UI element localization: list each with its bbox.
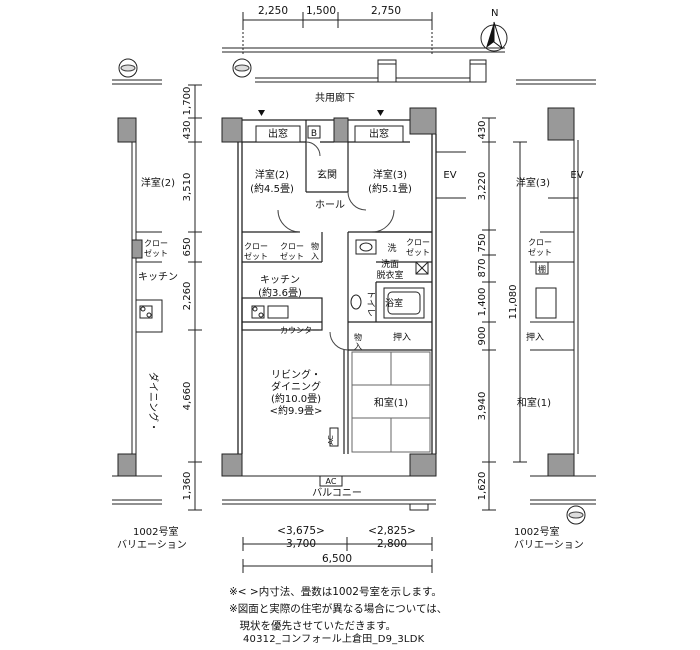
bottom-inner-dim-2: <2,825> — [368, 525, 416, 537]
top-dimension-line — [242, 12, 433, 55]
entry-arrow-icon — [258, 110, 265, 116]
top-dim-2: 1,500 — [306, 5, 336, 17]
variation-right-western3: 洋室(3) — [516, 176, 550, 189]
top-dim-1: 2,250 — [258, 5, 288, 17]
variation-left-caption-line2: バリエーション — [117, 539, 187, 551]
left-dim-6: 4,660 — [182, 382, 193, 411]
corridor-railing — [222, 47, 505, 83]
variation-left-closet-line2: ゼット — [144, 248, 168, 258]
closet-3-line2: ゼット — [406, 247, 430, 257]
ac-label-balcony: AC — [326, 477, 337, 486]
note-2: ※図面と実際の住宅が異なる場合については、 — [229, 603, 448, 615]
bottom-total-dim: 6,500 — [322, 553, 352, 565]
western3-label: 洋室(3) — [373, 168, 407, 181]
note-3: 現状を優先させていただきます。 — [229, 620, 396, 632]
right-dim-1: 430 — [477, 120, 488, 139]
bottom-outer-dim-2: 2,800 — [377, 538, 407, 550]
ac-label-living: AC — [327, 435, 335, 445]
ev-label: EV — [443, 170, 456, 181]
left-dim-7: 1,360 — [182, 472, 193, 501]
living-size: (約10.0畳) — [271, 392, 321, 405]
washroom-line1: 洗面 — [381, 258, 399, 270]
toilet-label: トイレ — [365, 290, 375, 317]
closet-3-line1: クロー — [406, 238, 430, 247]
counter-label: カウンター — [280, 326, 320, 335]
bottom-outer-dim-1: 3,700 — [286, 538, 316, 550]
right-dim-5: 1,400 — [477, 288, 488, 317]
corridor-label: 共用廊下 — [315, 91, 355, 104]
washroom-line2: 脱衣室 — [376, 269, 403, 281]
living-size-alt: <約9.9畳> — [270, 404, 323, 417]
left-dim-5: 2,260 — [182, 282, 193, 311]
bay-window-label-left: 出窓 — [268, 127, 288, 140]
western2-size: (約4.5畳) — [250, 182, 294, 195]
compass-n-label: N — [491, 8, 498, 19]
japanese-label: 和室(1) — [374, 396, 408, 409]
b-box-label: B — [311, 129, 317, 139]
variation-left-kitchen: キッチン — [138, 271, 178, 283]
storage-2-line1: 物 — [354, 332, 362, 342]
kitchen-label: キッチン — [260, 274, 300, 286]
left-dim-2: 430 — [182, 120, 193, 139]
entry-arrow-icon-2 — [377, 110, 384, 116]
right-dimension-line — [482, 117, 527, 511]
wash-label: 洗 — [387, 242, 396, 254]
living-line1: リビング・ — [271, 368, 321, 381]
top-dim-3: 2,750 — [371, 5, 401, 17]
corridor-fixture — [232, 58, 252, 78]
left-dim-1: 1,700 — [182, 87, 193, 116]
right-dim-3: 750 — [477, 233, 488, 252]
right-dim-4: 870 — [477, 258, 488, 277]
variation-right — [516, 79, 596, 525]
north-compass: N — [480, 8, 508, 52]
variation-right-storage: 棚 — [538, 264, 546, 274]
closet-2-line1: クロー — [280, 242, 304, 251]
entrance-label: 玄関 — [317, 168, 337, 181]
variation-right-caption-line1: 1002号室 — [514, 525, 559, 538]
variation-left-caption-line1: 1002号室 — [133, 525, 178, 538]
bath-label: 浴室 — [385, 297, 403, 309]
left-dimension-line — [188, 84, 202, 511]
variation-right-ev: EV — [570, 170, 583, 181]
main-unit — [221, 107, 466, 511]
right-dim-7: 3,940 — [477, 392, 488, 421]
western3-size: (約5.1畳) — [368, 182, 412, 195]
kitchen-size: (約3.6畳) — [258, 286, 302, 299]
left-dim-3: 3,510 — [182, 173, 193, 202]
balcony-label: バルコニー — [312, 487, 362, 499]
note-1: ※< >内寸法、畳数は1002号室を示します。 — [229, 586, 442, 598]
variation-left-dining: ダイニング・ — [147, 372, 160, 432]
left-dim-4: 650 — [182, 237, 193, 256]
variation-right-caption-line2: バリエーション — [514, 539, 584, 551]
storage-1-line2: 入 — [311, 252, 319, 261]
bay-window-label-right: 出窓 — [369, 127, 389, 140]
variation-left-closet-line1: クロー — [144, 239, 168, 248]
closet-2-line2: ゼット — [280, 251, 304, 261]
right-dim-2: 3,220 — [477, 172, 488, 201]
right-total-dim: 11,080 — [508, 285, 519, 320]
file-label: 40312_コンフォール上倉田_D9_3LDK — [243, 634, 425, 645]
hall-label: ホール — [315, 199, 345, 211]
right-dim-6: 900 — [477, 326, 488, 345]
bottom-dimension-line — [242, 537, 433, 573]
storage-1-line1: 物 — [311, 241, 319, 251]
living-line2: ダイニング — [271, 380, 321, 393]
right-dim-8: 1,620 — [477, 472, 488, 501]
western2-label: 洋室(2) — [255, 168, 289, 181]
variation-left — [112, 58, 163, 505]
variation-right-japanese: 和室(1) — [517, 396, 551, 409]
variation-right-closet-line1: クロー — [528, 238, 552, 247]
variation-left-western2: 洋室(2) — [141, 176, 175, 189]
oshiire-label: 押入 — [393, 331, 411, 343]
variation-right-closet-line2: ゼット — [528, 247, 552, 257]
closet-1-line1: クロー — [244, 242, 268, 251]
storage-2-line2: 入 — [354, 342, 362, 351]
bottom-inner-dim-1: <3,675> — [277, 525, 325, 537]
closet-1-line2: ゼット — [244, 251, 268, 261]
variation-right-oshiire: 押入 — [526, 331, 544, 343]
